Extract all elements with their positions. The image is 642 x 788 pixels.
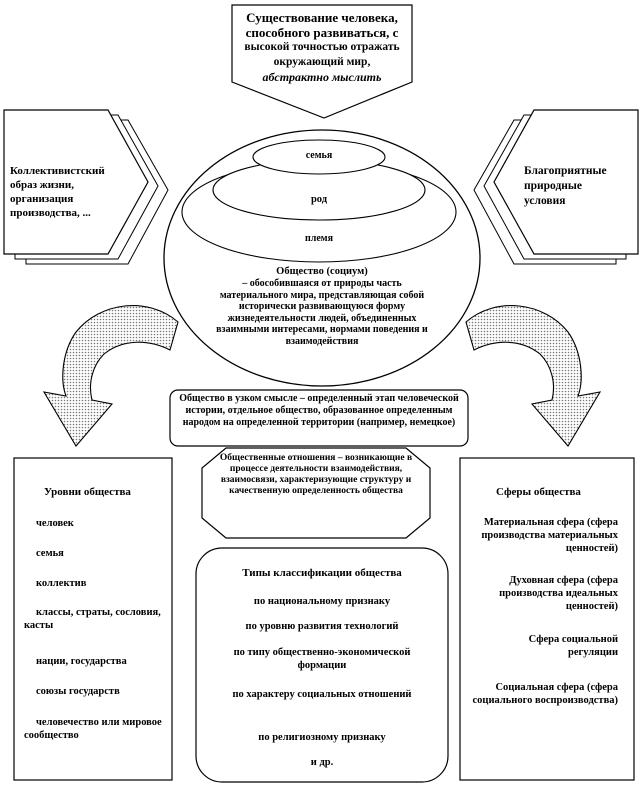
classification-item-3: по типу общественно-экономической формац… [233,647,411,671]
classification-box [195,547,449,783]
relations-octagon [201,447,431,539]
sphere-item-2: Духовная сфера (сфера производства идеал… [499,575,618,612]
top-callout-shape [231,4,413,119]
classification-item-5: по религиозному признаку [258,732,386,743]
level-item-5: нации, государства [36,656,127,667]
society-title: Общество (социум) [276,266,368,277]
family-label: семья [305,150,333,161]
level-item-1: человек [36,518,74,529]
left-callout-shape [3,109,149,255]
right-callout-shape [493,109,639,255]
spheres-box [459,457,635,781]
narrow-sense-text: Общество в узком смысле – определенный э… [179,393,459,428]
top-line-1: Существование человека, [246,10,398,25]
narrow-sense-box [169,389,469,447]
relations-text: Общественные отношения – возникающие в п… [219,453,413,496]
top-line-2: способного развиваться, с [245,25,399,40]
sphere-item-3: Сфера социальной регуляции [528,634,618,658]
right-curved-arrow [465,305,602,447]
sphere-item-1: Материальная сфера (сфера производства м… [481,517,618,554]
levels-title: Уровни общества [44,486,131,498]
sphere-item-4: Социальная сфера (сфера социального восп… [472,682,619,706]
top-line-5: абстрактно мыслить [262,70,382,84]
clan-label: род [310,194,328,205]
right-callout-text: Благоприятные природные условия [524,165,607,207]
level-item-6: союзы государств [36,686,120,697]
classification-item-6: и др. [310,757,334,768]
level-item-2: семья [36,548,64,559]
top-line-4: окружающий мир, [273,56,371,68]
level-item-3: коллектив [36,578,87,589]
classification-item-4: по характеру социальных отношений [232,689,412,700]
top-line-3: высокой точностью отражать [244,41,400,53]
level-item-4: классы, страты, сословия, касты [24,607,161,631]
family-ellipse [252,139,386,175]
classification-title: Типы классификации общества [242,567,402,579]
top-callout-text: Существование человека, способного разви… [236,10,408,85]
classification-item-2: по уровню развития технологий [245,621,399,632]
classification-item-1: по национальному признаку [253,596,391,607]
level-item-7: человечество или мировое сообщество [24,717,162,741]
spheres-title: Сферы общества [496,486,581,498]
society-definition: – обособившаяся от природы часть материа… [216,278,428,347]
levels-box [13,457,173,781]
left-curved-arrow [42,305,179,447]
left-callout-text: Коллективистский образ жизни, организаци… [10,165,105,219]
tribe-label: племя [304,233,334,244]
